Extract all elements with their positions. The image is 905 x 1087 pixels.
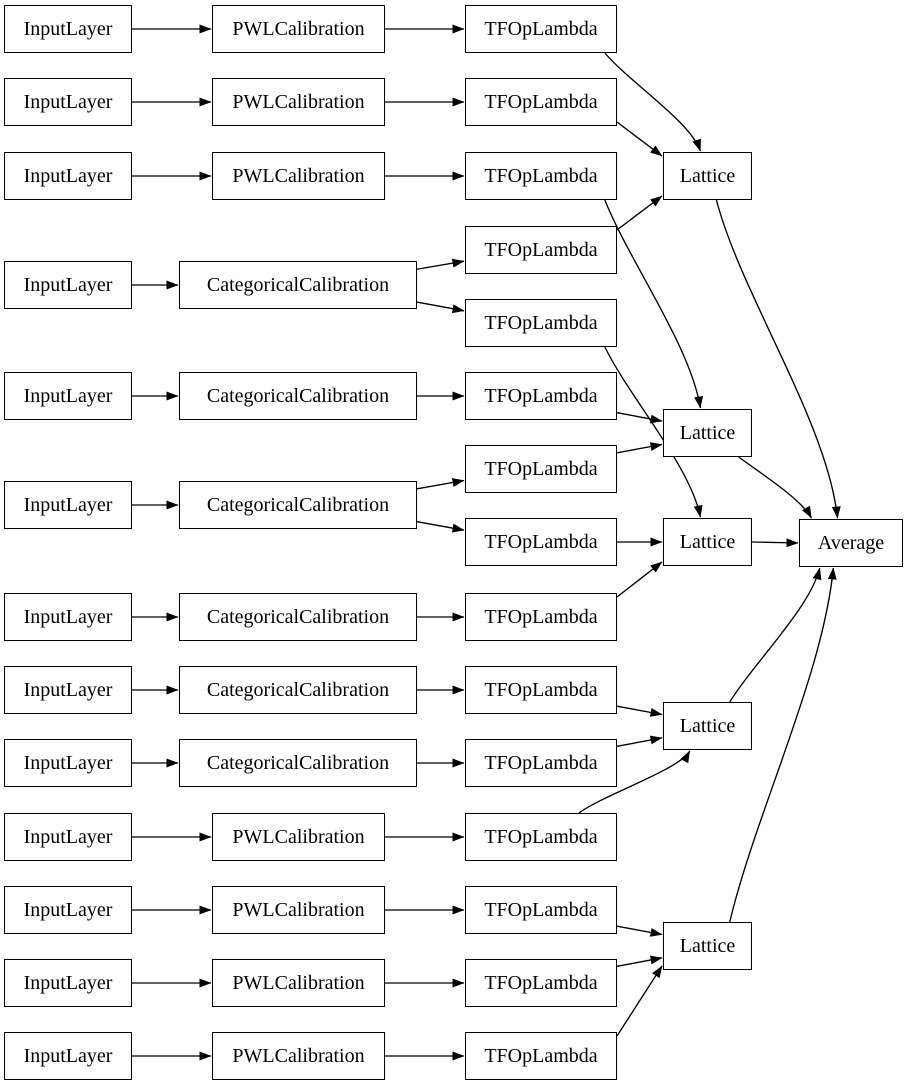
edge-lat3-avg1 [751,538,799,548]
node-inputlayer-il3: InputLayer [4,152,132,200]
node-lattice-lat5: Lattice [663,922,752,970]
node-inputlayer-il6: InputLayer [4,481,132,529]
node-lattice-lat1: Lattice [663,152,752,200]
node-pwlcalibration-cal10: PWLCalibration [212,813,385,861]
node-inputlayer-il4: InputLayer [4,261,132,309]
node-categoricalcalibration-cal5: CategoricalCalibration [179,372,417,420]
node-tfoplambda-tf3: TFOpLambda [465,152,617,200]
edge-tf7-lat2 [616,442,663,454]
node-tfoplambda-tf1: TFOpLambda [465,5,617,53]
edge-tf6-lat2 [616,411,663,424]
node-categoricalcalibration-cal4: CategoricalCalibration [179,261,417,309]
node-categoricalcalibration-cal8: CategoricalCalibration [179,666,417,714]
node-categoricalcalibration-cal6: CategoricalCalibration [179,481,417,529]
edge-tf11-lat4 [616,735,663,748]
node-tfoplambda-tf4: TFOpLambda [465,226,617,274]
edge-tf12-lat4 [578,750,691,814]
edge-tf5-lat3 [604,346,703,518]
edge-cal6-tf7 [416,478,465,490]
node-tfoplambda-tf15: TFOpLambda [465,1032,617,1080]
node-lattice-lat4: Lattice [663,702,752,750]
edge-tf14-lat5 [616,955,663,968]
node-tfoplambda-tf5: TFOpLambda [465,299,617,347]
node-inputlayer-il1: InputLayer [4,5,132,53]
node-tfoplambda-tf10: TFOpLambda [465,666,617,714]
edge-cal4-tf5 [416,301,465,314]
node-tfoplambda-tf9: TFOpLambda [465,593,617,641]
node-inputlayer-il8: InputLayer [4,666,132,714]
edge-cal4-tf4 [416,258,465,270]
edge-tf1-lat1 [604,52,702,152]
node-inputlayer-il11: InputLayer [4,886,132,934]
node-pwlcalibration-cal1: PWLCalibration [212,5,385,53]
edge-lat1-avg1 [715,199,841,519]
node-lattice-lat3: Lattice [663,518,752,566]
node-inputlayer-il2: InputLayer [4,78,132,126]
node-tfoplambda-tf8: TFOpLambda [465,518,617,566]
edge-lat4-avg1 [729,567,822,703]
node-tfoplambda-tf2: TFOpLambda [465,78,617,126]
node-categoricalcalibration-cal7: CategoricalCalibration [179,593,417,641]
node-categoricalcalibration-cal9: CategoricalCalibration [179,739,417,787]
node-tfoplambda-tf13: TFOpLambda [465,886,617,934]
edge-cal6-tf8 [416,520,465,533]
edge-tf3-lat2 [604,199,703,409]
node-pwlcalibration-cal13: PWLCalibration [212,1032,385,1080]
node-inputlayer-il12: InputLayer [4,959,132,1007]
node-tfoplambda-tf12: TFOpLambda [465,813,617,861]
node-pwlcalibration-cal2: PWLCalibration [212,78,385,126]
node-pwlcalibration-cal3: PWLCalibration [212,152,385,200]
node-inputlayer-il9: InputLayer [4,739,132,787]
node-inputlayer-il13: InputLayer [4,1032,132,1080]
edge-tf15-lat5 [616,965,663,1037]
edge-lat5-avg1 [729,567,837,923]
edge-tf4-lat1 [616,195,663,231]
node-tfoplambda-tf6: TFOpLambda [465,372,617,420]
node-tfoplambda-tf7: TFOpLambda [465,445,617,493]
node-average-avg1: Average [799,519,903,567]
edge-tf2-lat1 [616,121,663,157]
node-inputlayer-il10: InputLayer [4,813,132,861]
node-lattice-lat2: Lattice [663,409,752,457]
node-tfoplambda-tf14: TFOpLambda [465,959,617,1007]
node-inputlayer-il5: InputLayer [4,372,132,420]
edge-tf13-lat5 [616,925,663,937]
node-inputlayer-il7: InputLayer [4,593,132,641]
edge-tf10-lat4 [616,705,663,717]
node-pwlcalibration-cal11: PWLCalibration [212,886,385,934]
node-tfoplambda-tf11: TFOpLambda [465,739,617,787]
edge-tf9-lat3 [616,561,663,598]
node-pwlcalibration-cal12: PWLCalibration [212,959,385,1007]
edge-lat2-avg1 [738,456,813,519]
